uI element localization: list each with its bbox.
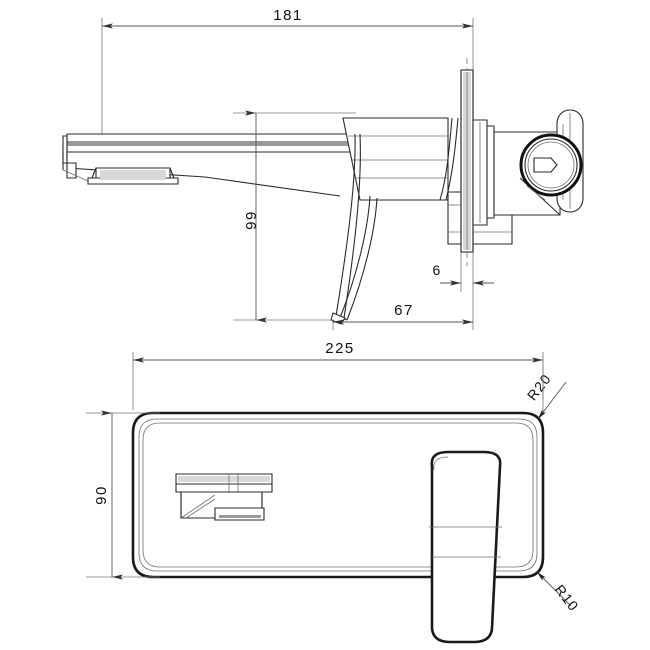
side-view-handle: [493, 109, 584, 216]
dimension-99-group: 99: [233, 110, 356, 323]
dimension-label-225: 225: [325, 340, 355, 357]
dimension-67-group: 67: [332, 302, 473, 330]
radius-label-r10: R10: [552, 581, 583, 614]
dimension-label-99: 99: [243, 210, 260, 230]
side-view-spout: [62, 133, 356, 197]
radius-r10-leader: R10: [536, 571, 583, 614]
dimension-label-90: 90: [93, 485, 110, 505]
front-view-spout-detail: [175, 473, 273, 521]
dimension-6-group: 6: [433, 252, 494, 330]
dimension-225-group: 225: [132, 340, 544, 415]
dimension-label-181: 181: [273, 7, 303, 24]
radius-label-r20: R20: [524, 370, 555, 403]
radius-r20-leader: R20: [524, 370, 567, 420]
dimension-90-group: 90: [86, 410, 160, 580]
dimension-label-6: 6: [433, 262, 442, 278]
front-view-plate: [131, 411, 545, 579]
dimension-label-67: 67: [394, 302, 414, 319]
front-view-handle: [429, 450, 502, 644]
side-view-wall-plate: [460, 58, 495, 266]
